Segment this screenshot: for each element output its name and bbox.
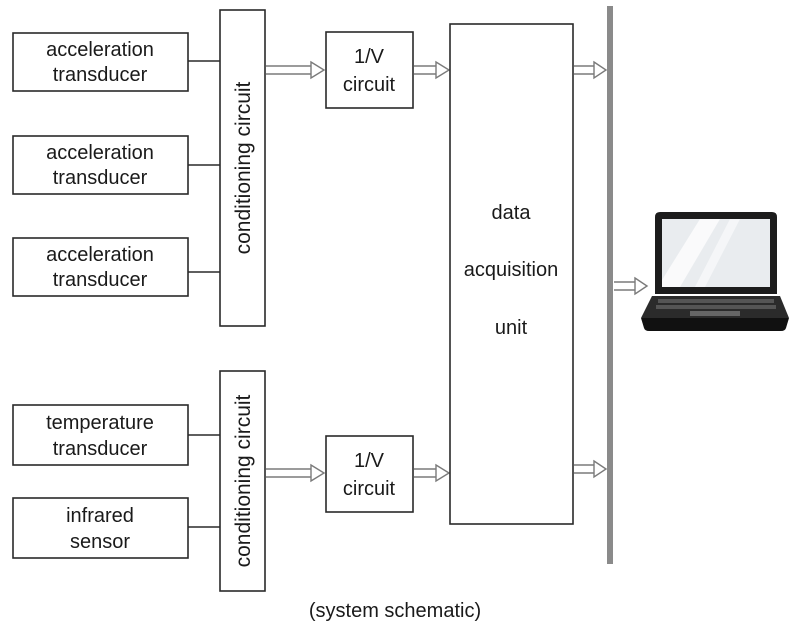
sensor-connectors — [188, 60, 220, 528]
conditioning-circuit-2: conditioning circuit — [219, 370, 266, 592]
sensor-acceleration-2: acceleration transducer — [12, 135, 189, 195]
arrow-iv-to-daq-2 — [414, 463, 451, 483]
sensor-label-line1: acceleration — [46, 39, 154, 61]
sensor-label-line1: infrared — [66, 505, 134, 527]
iv-label-line2: circuit — [343, 478, 396, 500]
conditioning-label: conditioning circuit — [232, 81, 255, 254]
iv-circuit-1: 1/V circuit — [325, 31, 414, 109]
iv-label-line1: 1/V — [354, 450, 385, 472]
sensor-acceleration-3: acceleration transducer — [12, 237, 189, 297]
arrow-conditioning-to-iv-1 — [266, 60, 326, 80]
sensor-label-line2: transducer — [53, 64, 148, 86]
daq-label-line1: data — [492, 202, 532, 224]
sensor-label-line2: transducer — [53, 438, 148, 460]
conditioning-circuit-1: conditioning circuit — [219, 9, 266, 327]
conditioning-label: conditioning circuit — [232, 394, 255, 567]
arrow-daq-to-bus-1 — [574, 60, 608, 80]
sensor-temperature: temperature transducer — [12, 404, 189, 466]
laptop-icon — [641, 212, 789, 331]
iv-label-line1: 1/V — [354, 46, 385, 68]
arrow-bus-to-laptop — [614, 276, 649, 296]
sensor-label-line1: acceleration — [46, 142, 154, 164]
sensor-label-line2: transducer — [53, 167, 148, 189]
sensor-label-line2: transducer — [53, 269, 148, 291]
daq-label-line2: acquisition — [464, 259, 559, 281]
arrow-conditioning-to-iv-2 — [266, 463, 326, 483]
data-acquisition-unit: data acquisition unit — [449, 23, 574, 525]
iv-circuit-2: 1/V circuit — [325, 435, 414, 513]
sensor-label-line2: sensor — [70, 531, 130, 553]
sensor-label-line1: temperature — [46, 412, 154, 434]
iv-label-line2: circuit — [343, 74, 396, 96]
arrow-iv-to-daq-1 — [414, 60, 451, 80]
daq-label-line3: unit — [495, 317, 528, 339]
sensor-infrared: infrared sensor — [12, 497, 189, 559]
sensor-acceleration-1: acceleration transducer — [12, 32, 189, 92]
diagram-caption: (system schematic) — [309, 600, 481, 622]
arrow-daq-to-bus-2 — [574, 459, 608, 479]
sensor-label-line1: acceleration — [46, 244, 154, 266]
bus-bar — [607, 6, 613, 564]
